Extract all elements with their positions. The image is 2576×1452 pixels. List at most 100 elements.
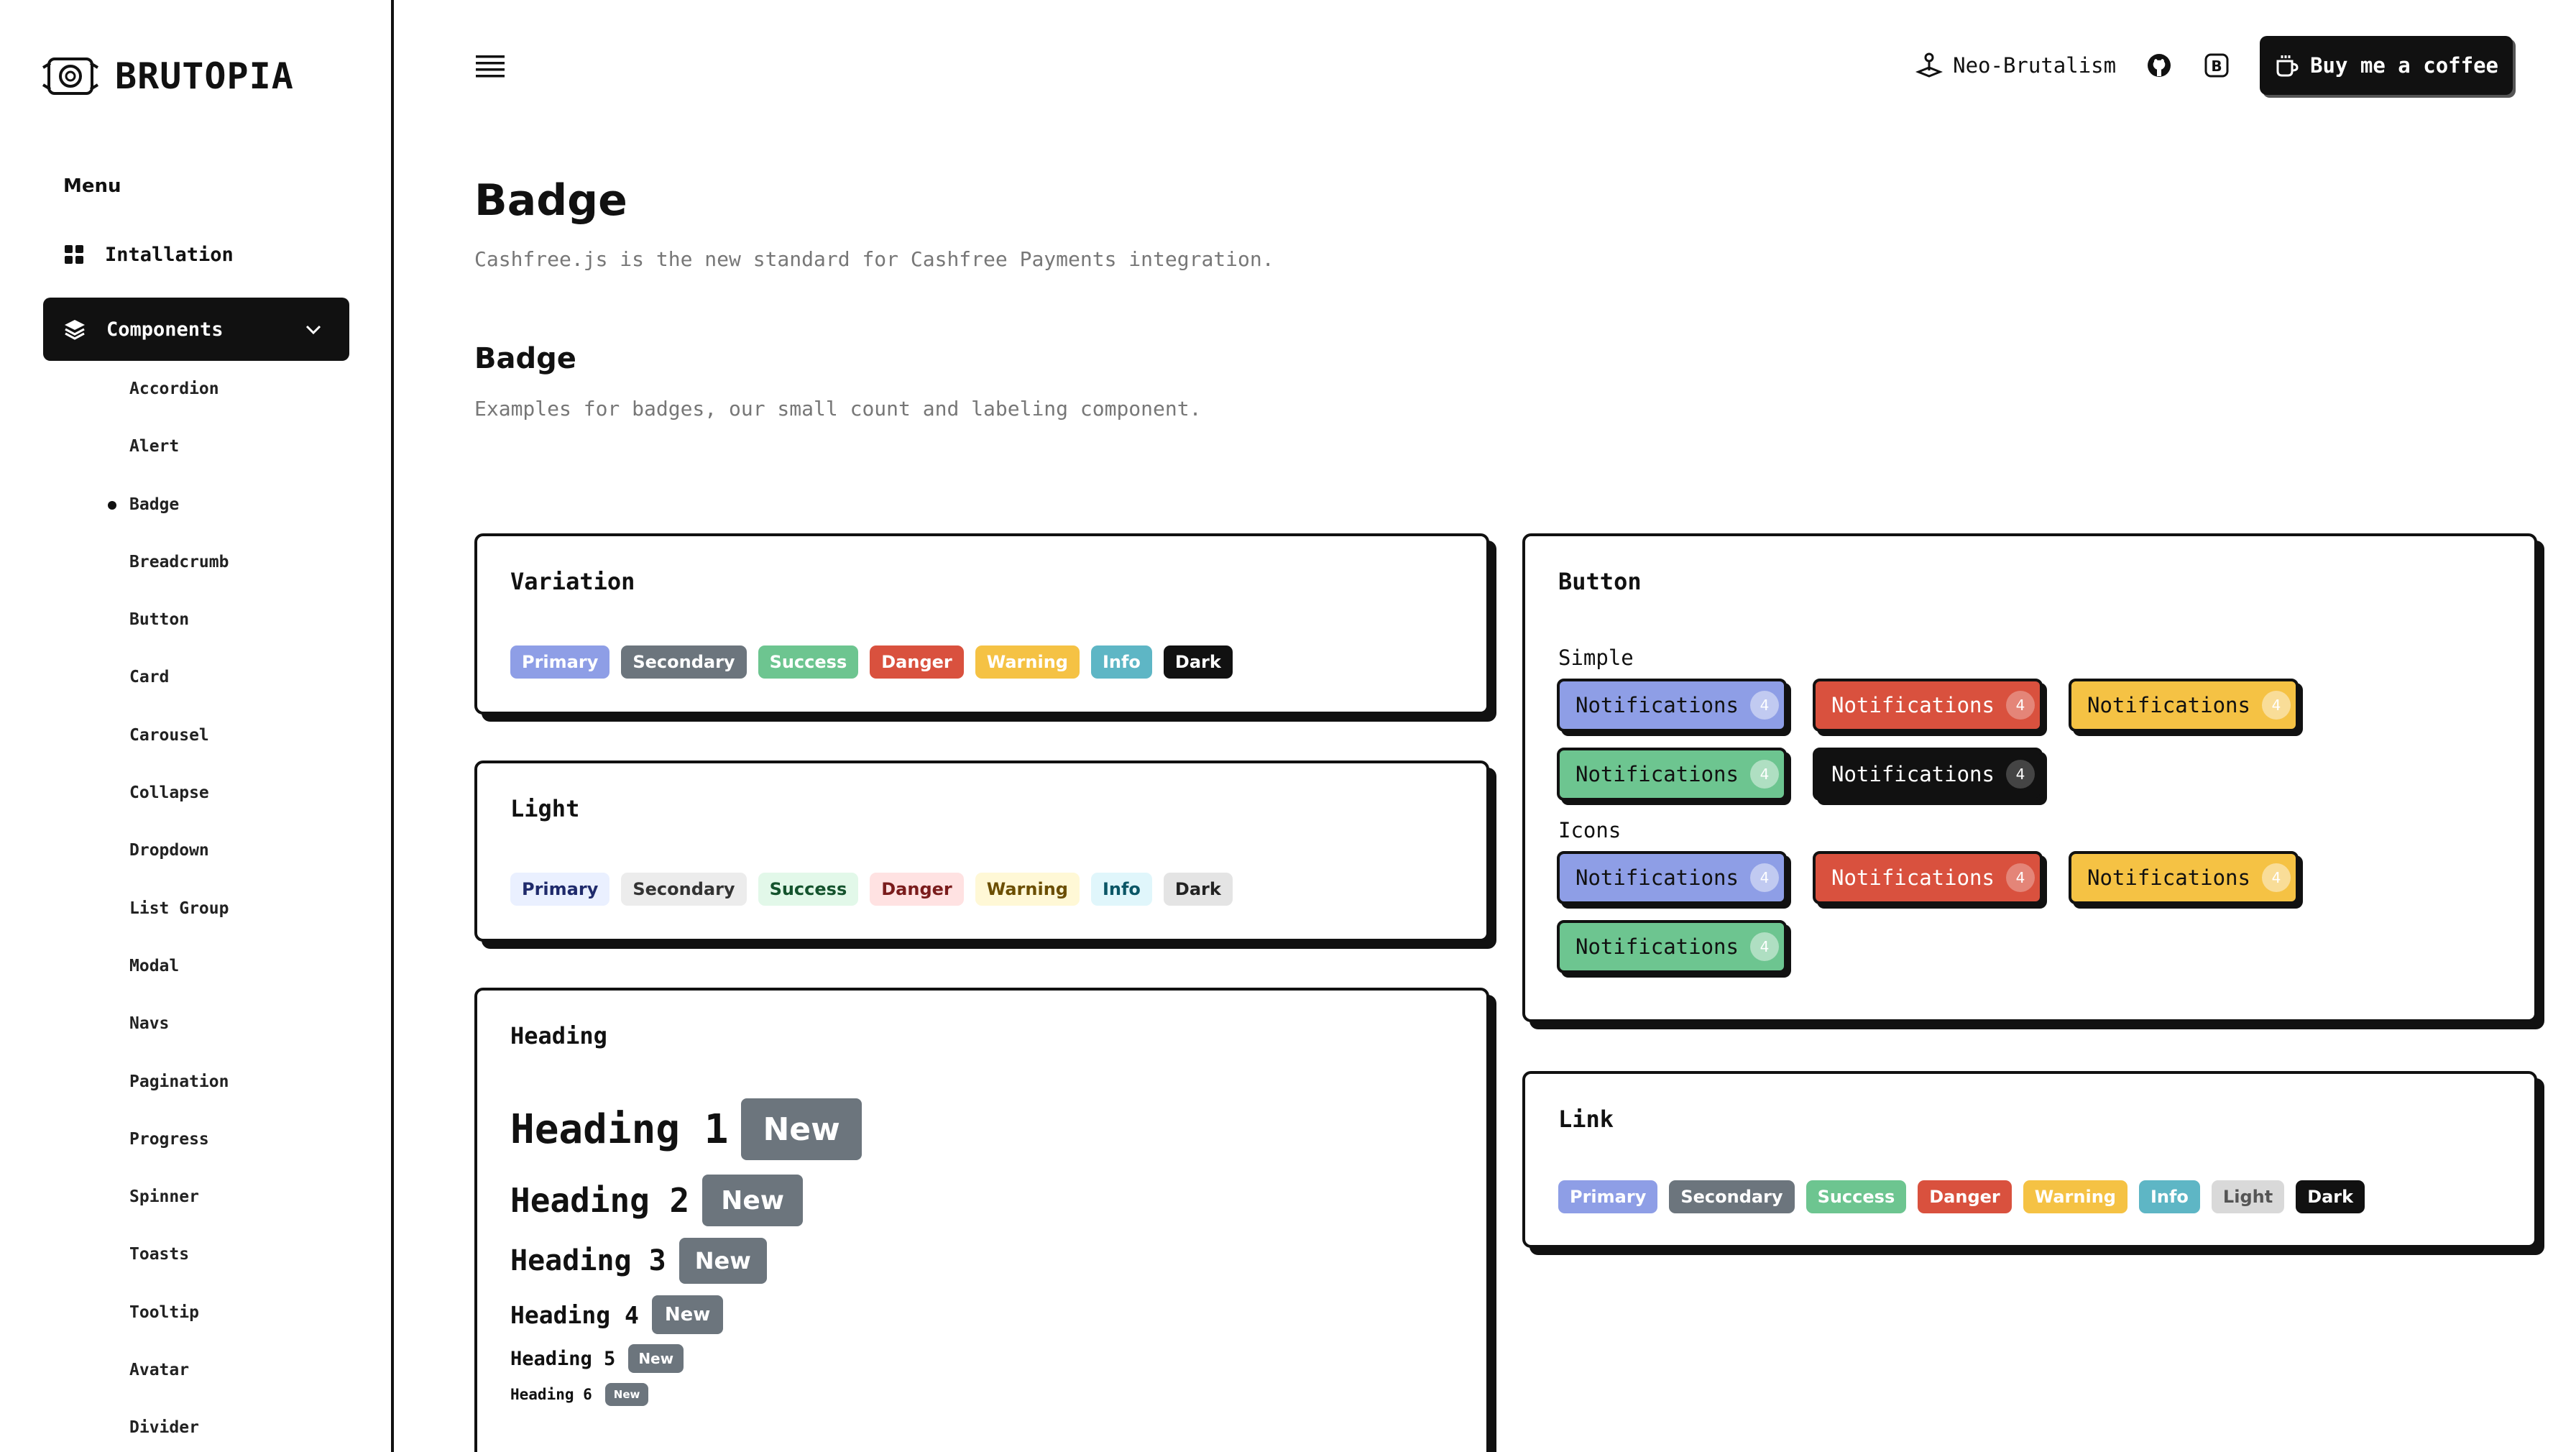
sidebar-item-collapse[interactable]: Collapse bbox=[129, 784, 209, 803]
link-badge-secondary[interactable]: Secondary bbox=[1669, 1180, 1795, 1213]
badge-light-primary: Primary bbox=[510, 873, 610, 906]
link-badge-info[interactable]: Info bbox=[2138, 1180, 2200, 1213]
bootstrap-icon: B bbox=[2204, 53, 2229, 78]
notifications-icon-button-warning[interactable]: Notifications 4 bbox=[2069, 851, 2299, 904]
badge-row: Primary Secondary Success Danger Warning… bbox=[1558, 1180, 2365, 1213]
card-title: Link bbox=[1558, 1106, 1614, 1133]
new-badge: New bbox=[702, 1175, 804, 1226]
new-badge: New bbox=[628, 1344, 684, 1373]
card-title: Variation bbox=[510, 568, 635, 595]
icons-label: Icons bbox=[1558, 818, 1622, 842]
brutopia-logo-icon bbox=[42, 58, 99, 95]
sidebar-item-alert[interactable]: Alert bbox=[129, 437, 180, 456]
notifications-button-warning[interactable]: Notifications 4 bbox=[2069, 679, 2299, 732]
svg-text:B: B bbox=[2211, 58, 2222, 75]
sidebar-item-badge[interactable]: Badge bbox=[107, 485, 229, 543]
sidebar-item-modal[interactable]: Modal bbox=[129, 956, 180, 975]
notifications-button-success[interactable]: Notifications 4 bbox=[1557, 748, 1787, 801]
heading-card: Heading Heading 1 New Heading 2 New Head… bbox=[474, 988, 1489, 1452]
joystick-icon bbox=[1915, 52, 1944, 78]
menu-label: Menu bbox=[63, 175, 121, 197]
badge-secondary: Secondary bbox=[621, 645, 747, 679]
sidebar-item-label: Components bbox=[106, 318, 224, 341]
hamburger-icon[interactable] bbox=[474, 53, 506, 79]
notification-count: 4 bbox=[1749, 691, 1779, 720]
link-badge-warning[interactable]: Warning bbox=[2023, 1180, 2128, 1213]
card-title: Button bbox=[1558, 568, 1642, 595]
sidebar-item-breadcrumb[interactable]: Breadcrumb bbox=[129, 552, 229, 571]
heading-2: Heading 2 New bbox=[510, 1175, 804, 1226]
section-description: Examples for badges, our small count and… bbox=[474, 397, 1202, 421]
page-title: Badge bbox=[474, 175, 627, 226]
brand[interactable]: BRUTOPIA bbox=[42, 53, 294, 99]
new-badge: New bbox=[741, 1098, 862, 1160]
layers-icon bbox=[65, 320, 85, 340]
sidebar-item-spinner[interactable]: Spinner bbox=[129, 1187, 199, 1207]
coffee-icon bbox=[2276, 55, 2299, 77]
notification-count: 4 bbox=[1749, 932, 1779, 961]
sidebar-item-card[interactable]: Card bbox=[129, 668, 170, 687]
sidebar-item-toasts[interactable]: Toasts bbox=[129, 1245, 190, 1264]
sidebar-item-installation[interactable]: Intallation bbox=[43, 223, 349, 286]
badge-row: Primary Secondary Success Danger Warning… bbox=[510, 873, 1233, 906]
badge-dark: Dark bbox=[1163, 645, 1233, 679]
notification-count: 4 bbox=[2261, 863, 2291, 892]
link-badge-danger[interactable]: Danger bbox=[1918, 1180, 2012, 1213]
sidebar-item-divider[interactable]: Divider bbox=[129, 1418, 199, 1438]
new-badge: New bbox=[651, 1295, 724, 1334]
sidebar-item-carousel[interactable]: Carousel bbox=[129, 725, 209, 745]
badge-light-danger: Danger bbox=[870, 873, 964, 906]
badge-light-success: Success bbox=[758, 873, 859, 906]
badge-primary: Primary bbox=[510, 645, 610, 679]
sidebar-item-progress[interactable]: Progress bbox=[129, 1129, 209, 1149]
button-card: Button Simple Notifications 4 Notificati… bbox=[1522, 533, 2537, 1022]
sidebar-item-list-group[interactable]: List Group bbox=[129, 899, 229, 918]
badge-info: Info bbox=[1090, 645, 1152, 679]
link-badge-dark[interactable]: Dark bbox=[2296, 1180, 2365, 1213]
buy-me-a-coffee-button[interactable]: Buy me a coffee bbox=[2260, 36, 2513, 95]
neo-brutalism-link[interactable]: Neo-Brutalism bbox=[1915, 52, 2116, 79]
brand-name: BRUTOPIA bbox=[115, 55, 294, 97]
heading-4: Heading 4 New bbox=[510, 1295, 724, 1334]
bootstrap-link[interactable]: B bbox=[2202, 51, 2231, 80]
sidebar-item-tooltip[interactable]: Tooltip bbox=[129, 1302, 199, 1322]
sidebar-item-pagination[interactable]: Pagination bbox=[129, 1072, 229, 1091]
coffee-label: Buy me a coffee bbox=[2310, 53, 2498, 78]
sidebar-item-components[interactable]: Components bbox=[43, 298, 349, 361]
notification-count: 4 bbox=[2261, 691, 2291, 720]
simple-label: Simple bbox=[1558, 645, 1634, 670]
components-submenu: Accordion Alert Badge Breadcrumb Button … bbox=[107, 369, 229, 1452]
variation-card: Variation Primary Secondary Success Dang… bbox=[474, 533, 1489, 714]
sidebar-item-accordion[interactable]: Accordion bbox=[129, 380, 219, 398]
badge-row: Primary Secondary Success Danger Warning… bbox=[510, 645, 1233, 679]
heading-6: Heading 6 New bbox=[510, 1383, 649, 1406]
link-badge-success[interactable]: Success bbox=[1806, 1180, 1907, 1213]
notifications-icon-button-danger[interactable]: Notifications 4 bbox=[1813, 851, 2043, 904]
sidebar-item-button[interactable]: Button bbox=[129, 610, 190, 630]
heading-5: Heading 5 New bbox=[510, 1344, 684, 1373]
notifications-button-danger[interactable]: Notifications 4 bbox=[1813, 679, 2043, 732]
notifications-icon-button-primary[interactable]: Notifications 4 bbox=[1557, 851, 1787, 904]
badge-light-secondary: Secondary bbox=[621, 873, 747, 906]
sidebar-item-navs[interactable]: Navs bbox=[129, 1014, 170, 1034]
notifications-button-dark[interactable]: Notifications 4 bbox=[1813, 748, 2043, 801]
badge-success: Success bbox=[758, 645, 859, 679]
notification-count: 4 bbox=[2005, 691, 2035, 720]
grid-icon bbox=[65, 245, 83, 264]
heading-3: Heading 3 New bbox=[510, 1238, 767, 1284]
link-badge-light[interactable]: Light bbox=[2211, 1180, 2285, 1213]
notification-count: 4 bbox=[1749, 760, 1779, 789]
topbar-actions: Neo-Brutalism B Buy me a coffee bbox=[1915, 36, 2513, 95]
notifications-button-primary[interactable]: Notifications 4 bbox=[1557, 679, 1787, 732]
section-title: Badge bbox=[474, 342, 576, 375]
badge-light-info: Info bbox=[1090, 873, 1152, 906]
notifications-icon-button-success[interactable]: Notifications 4 bbox=[1557, 920, 1787, 973]
neo-brutalism-label: Neo-Brutalism bbox=[1953, 53, 2117, 78]
link-badge-primary[interactable]: Primary bbox=[1558, 1180, 1658, 1213]
new-badge: New bbox=[678, 1238, 767, 1284]
sidebar-item-avatar[interactable]: Avatar bbox=[129, 1361, 190, 1380]
sidebar-item-label: Intallation bbox=[105, 243, 234, 266]
sidebar-item-dropdown[interactable]: Dropdown bbox=[129, 841, 209, 860]
sidebar: BRUTOPIA Menu Intallation Components Acc… bbox=[0, 0, 394, 1452]
github-link[interactable] bbox=[2145, 51, 2174, 80]
